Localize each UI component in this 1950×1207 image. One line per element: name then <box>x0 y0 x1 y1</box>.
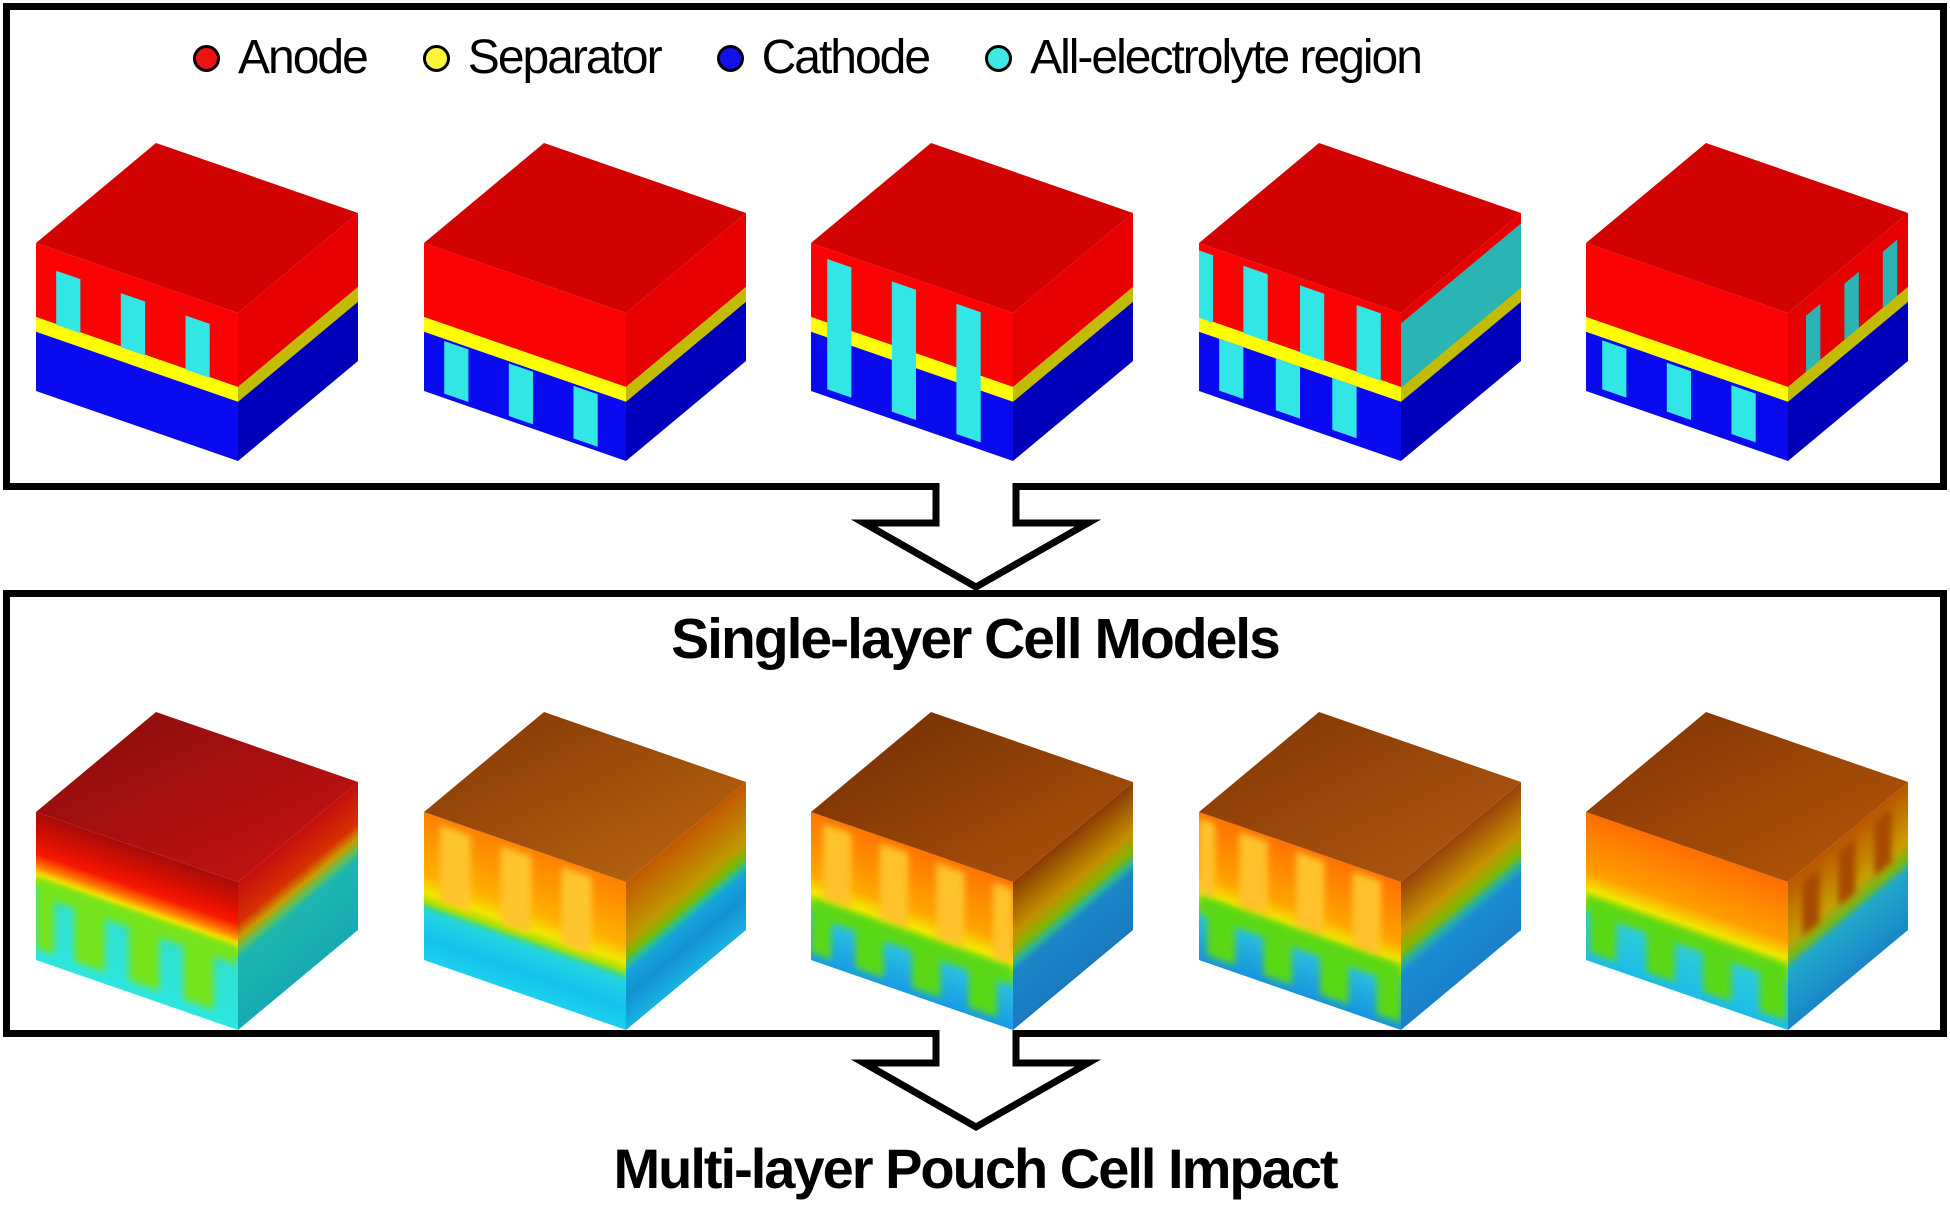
cell-design-box-2 <box>416 128 752 464</box>
middle-panel-title: Single-layer Cell Models <box>671 607 1281 671</box>
cell-design-box-4 <box>1191 128 1527 464</box>
cathode-color-dot-icon <box>716 44 744 72</box>
cell-design-box-1 <box>28 128 364 464</box>
cell-model-box-2 <box>416 697 752 1033</box>
legend-label: All-electrolyte region <box>1030 31 1423 84</box>
cell-model-box-3 <box>803 697 1139 1033</box>
cell-model-box-5 <box>1578 697 1914 1033</box>
cell-model-box-1 <box>28 697 364 1033</box>
legend-item-cathode: Cathode <box>716 31 931 84</box>
separator-color-dot-icon <box>422 44 450 72</box>
legend-item-all-electrolyte-region: All-electrolyte region <box>985 31 1423 84</box>
legend-label: Anode <box>238 31 369 84</box>
bottom-title: Multi-layer Pouch Cell Impact <box>613 1137 1338 1200</box>
legend-label: Cathode <box>761 31 931 84</box>
legend: Anode Separator Cathode All-electrolyte … <box>10 34 1940 82</box>
down-arrow-icon <box>850 1030 1102 1132</box>
cell-model-box-4 <box>1191 697 1527 1033</box>
anode-color-dot-icon <box>193 44 220 72</box>
electrolyte-color-dot-icon <box>985 44 1013 72</box>
down-arrow-icon <box>850 483 1102 592</box>
legend-item-separator: Separator <box>422 31 663 84</box>
cell-design-box-5 <box>1578 128 1914 464</box>
cell-design-box-3 <box>803 128 1139 464</box>
legend-label: Separator <box>467 31 663 84</box>
legend-item-anode: Anode <box>193 31 369 84</box>
